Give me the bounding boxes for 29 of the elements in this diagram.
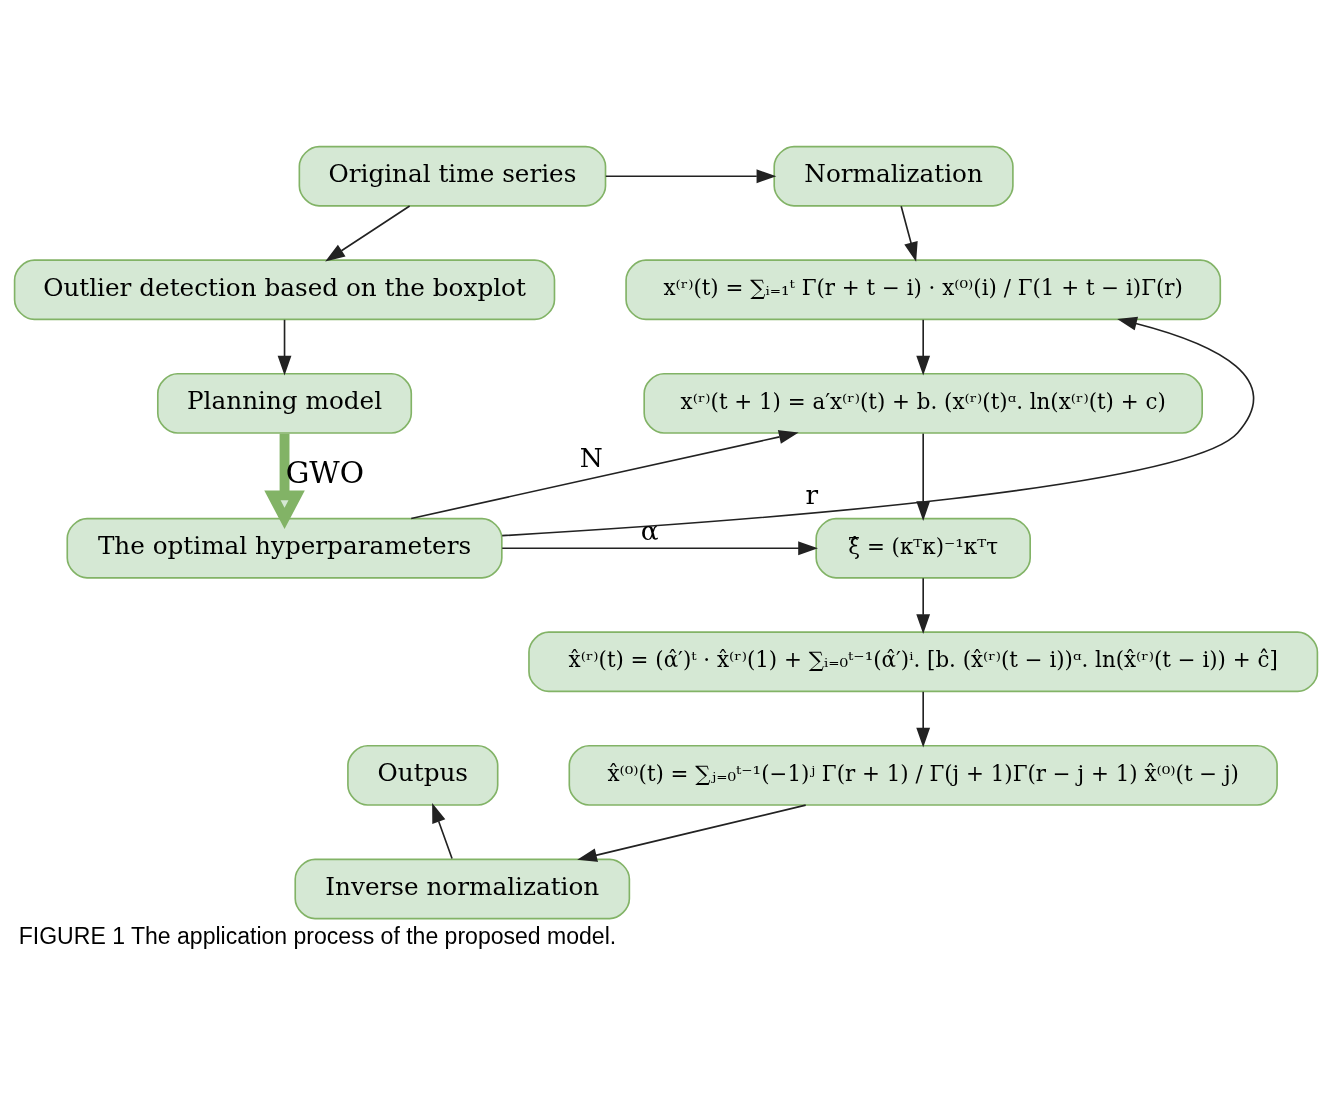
arrow bbox=[325, 205, 411, 262]
edge-label: N bbox=[579, 443, 603, 474]
node-box: Inverse normalization bbox=[294, 858, 631, 920]
node-box: Original time series bbox=[298, 145, 607, 207]
arrow bbox=[501, 541, 818, 556]
arrow bbox=[900, 205, 918, 262]
arrow bbox=[916, 577, 931, 634]
node-box: Outlier detection based on the boxplot bbox=[13, 259, 556, 321]
arrow bbox=[410, 430, 799, 520]
node-box: x̂⁽⁰⁾(t) = ∑ⱼ₌₀ᵗ⁻¹(−1)ʲ Γ(r + 1) / Γ(j + 1)Γ(r − j + 1) x̂⁽⁰⁾(t − j) bbox=[568, 744, 1278, 806]
node-box: x⁽ʳ⁾(t) = ∑ᵢ₌₁ᵗ Γ(r + t − i) · x⁽⁰⁾(i) / Γ(1 + t − i)Γ(r) bbox=[625, 259, 1222, 321]
arrow bbox=[916, 432, 931, 521]
arrow bbox=[916, 691, 931, 748]
node-box: Normalization bbox=[773, 145, 1014, 207]
node-box: Outpus bbox=[347, 744, 499, 806]
arrow bbox=[501, 316, 1255, 537]
node-box: ξ̂ = (κᵀκ)⁻¹κᵀτ bbox=[815, 517, 1031, 579]
arrow bbox=[916, 319, 931, 376]
edge-label: r bbox=[805, 479, 819, 510]
arrow bbox=[264, 433, 305, 530]
node-box: The optimal hyperparameters bbox=[66, 517, 503, 579]
node-box: Planning model bbox=[156, 372, 413, 434]
arrow bbox=[277, 319, 292, 376]
arrow bbox=[432, 803, 453, 860]
arrow bbox=[577, 804, 807, 862]
node-box: x⁽ʳ⁾(t + 1) = a′x⁽ʳ⁾(t) + b. (x⁽ʳ⁾(t)ᵅ. ln(x⁽ʳ⁾(t) + c) bbox=[643, 372, 1203, 434]
caption: FIGURE 1 The application process of the proposed model. bbox=[18, 922, 617, 949]
arrow bbox=[604, 169, 777, 184]
node-box: x̂⁽ʳ⁾(t) = (α̂′)ᵗ · x̂⁽ʳ⁾(1) + ∑ᵢ₌₀ᵗ⁻¹(α̂′)ⁱ. [b. (x̂⁽ʳ⁾(t − i))ᵅ. ln(x̂⁽ʳ⁾(t − i)) + ĉ] bbox=[528, 631, 1319, 693]
